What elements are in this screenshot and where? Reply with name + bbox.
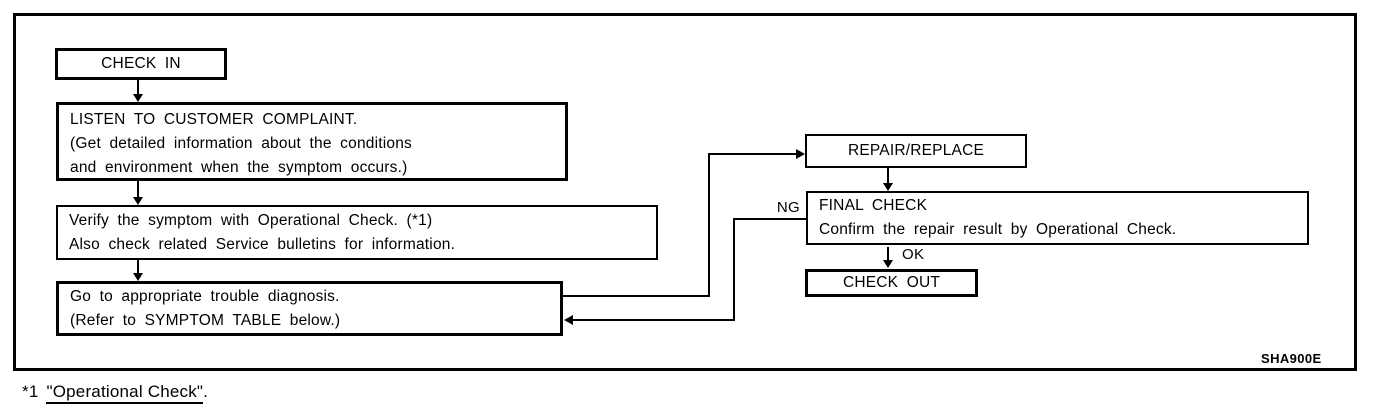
- flow-node-check-out: CHECK OUT: [805, 269, 978, 297]
- flow-node-label: CHECK OUT: [842, 274, 941, 291]
- branch-label-ok: OK: [902, 246, 925, 263]
- flow-node-line: (Refer to SYMPTOM TABLE below.): [70, 312, 341, 329]
- arrowhead-down-icon: [883, 183, 893, 191]
- connector-check-in-to-listen: [137, 80, 139, 95]
- flow-node-line: Go to appropriate trouble diagnosis.: [70, 288, 340, 305]
- connector-ng-h2: [573, 319, 735, 321]
- connector-diagnosis-to-repair-v: [708, 153, 710, 297]
- flow-node-line: Confirm the repair result by Operational…: [819, 221, 1177, 238]
- flow-node-label: REPAIR/REPLACE: [847, 142, 985, 159]
- flow-node-listen: LISTEN TO CUSTOMER COMPLAINT. (Get detai…: [56, 102, 568, 181]
- flow-node-check-in: CHECK IN: [55, 48, 227, 80]
- connector-listen-to-verify: [137, 181, 139, 198]
- connector-diagnosis-to-repair-h1: [563, 295, 710, 297]
- flow-node-line: (Get detailed information about the cond…: [70, 135, 412, 152]
- connector-ng-v: [733, 218, 735, 321]
- arrowhead-left-icon: [564, 315, 573, 325]
- flow-node-line: LISTEN TO CUSTOMER COMPLAINT.: [70, 111, 358, 128]
- flow-node-final-check: FINAL CHECK Confirm the repair result by…: [806, 191, 1309, 245]
- footnote-marker: *1: [22, 382, 39, 401]
- flow-node-line: FINAL CHECK: [819, 197, 928, 214]
- flow-node-verify: Verify the symptom with Operational Chec…: [56, 205, 658, 260]
- footnote: *1 "Operational Check".: [22, 382, 209, 404]
- flow-node-label: CHECK IN: [101, 55, 181, 72]
- footnote-operational-check-link[interactable]: "Operational Check": [46, 382, 204, 404]
- footnote-suffix: .: [203, 382, 209, 401]
- connector-final-to-check-out: [887, 247, 889, 261]
- flow-node-line: Verify the symptom with Operational Chec…: [69, 212, 433, 229]
- flow-node-diagnosis: Go to appropriate trouble diagnosis. (Re…: [56, 281, 563, 336]
- arrowhead-down-icon: [133, 273, 143, 281]
- figure-code: SHA900E: [1261, 351, 1322, 366]
- arrowhead-right-icon: [796, 149, 805, 159]
- flow-node-repair: REPAIR/REPLACE: [805, 134, 1027, 168]
- connector-verify-to-diagnosis: [137, 260, 139, 274]
- connector-diagnosis-to-repair-h2: [708, 153, 797, 155]
- diagram-border: [13, 13, 1357, 371]
- flow-node-line: Also check related Service bulletins for…: [69, 236, 456, 253]
- arrowhead-down-icon: [133, 197, 143, 205]
- arrowhead-down-icon: [133, 94, 143, 102]
- arrowhead-down-icon: [883, 260, 893, 268]
- flow-node-line: and environment when the symptom occurs.…: [70, 159, 408, 176]
- connector-ng-h1: [733, 218, 806, 220]
- branch-label-ng: NG: [776, 199, 800, 216]
- connector-repair-to-final: [887, 168, 889, 184]
